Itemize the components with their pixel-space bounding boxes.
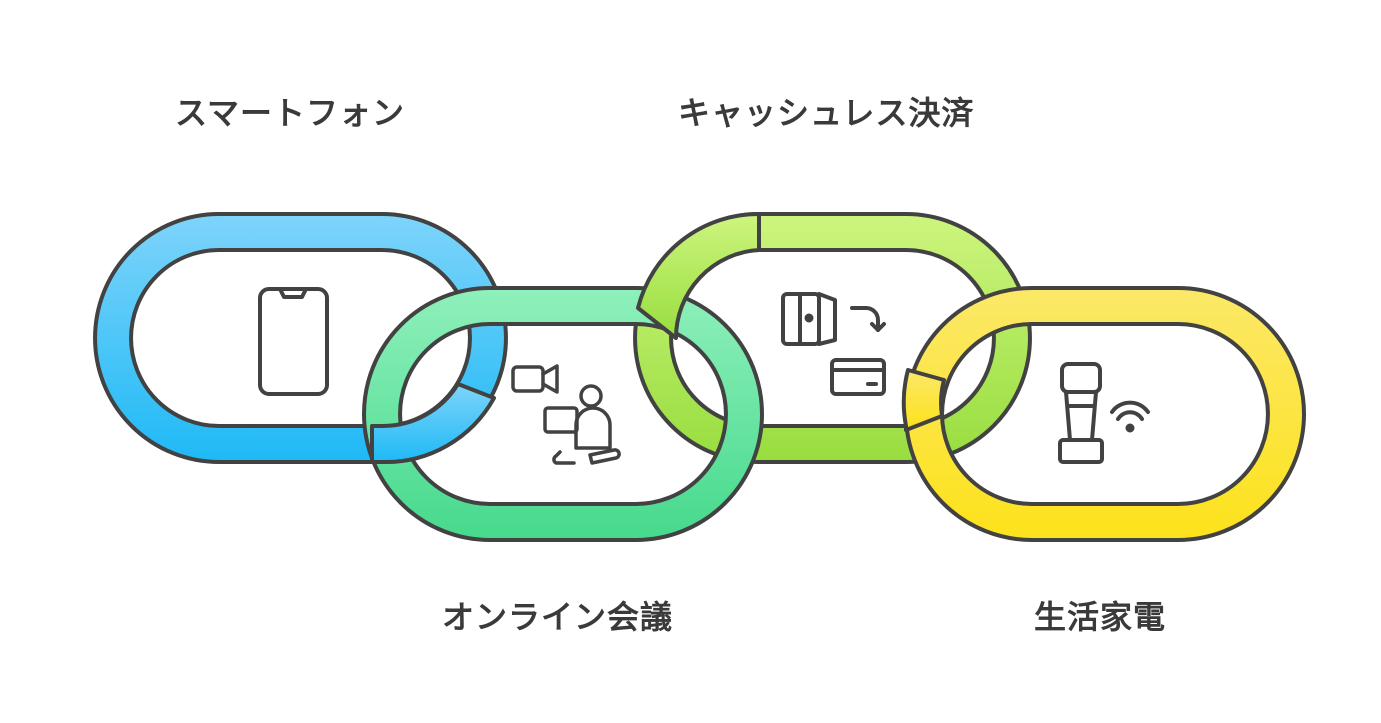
link-label-online-meeting: オンライン会議 bbox=[442, 598, 674, 636]
smart-appliance-icon bbox=[1058, 362, 1150, 464]
overlap-blue-over-green bbox=[370, 382, 496, 465]
link-label-home-appliances: 生活家電 bbox=[1034, 598, 1167, 636]
chain-link-online-meeting bbox=[362, 286, 764, 542]
smartphone-icon bbox=[258, 287, 329, 396]
overlap-cashless-over-green bbox=[636, 211, 761, 340]
overlap-yellow-over-cashless bbox=[901, 368, 946, 432]
link-label-cashless-payment: キャッシュレス決済 bbox=[678, 94, 975, 132]
video-conference-icon bbox=[511, 364, 621, 465]
link-label-smartphone: スマートフォン bbox=[175, 94, 406, 132]
chain-link-home-appliances bbox=[904, 286, 1306, 542]
cashless-payment-icon bbox=[781, 292, 886, 396]
